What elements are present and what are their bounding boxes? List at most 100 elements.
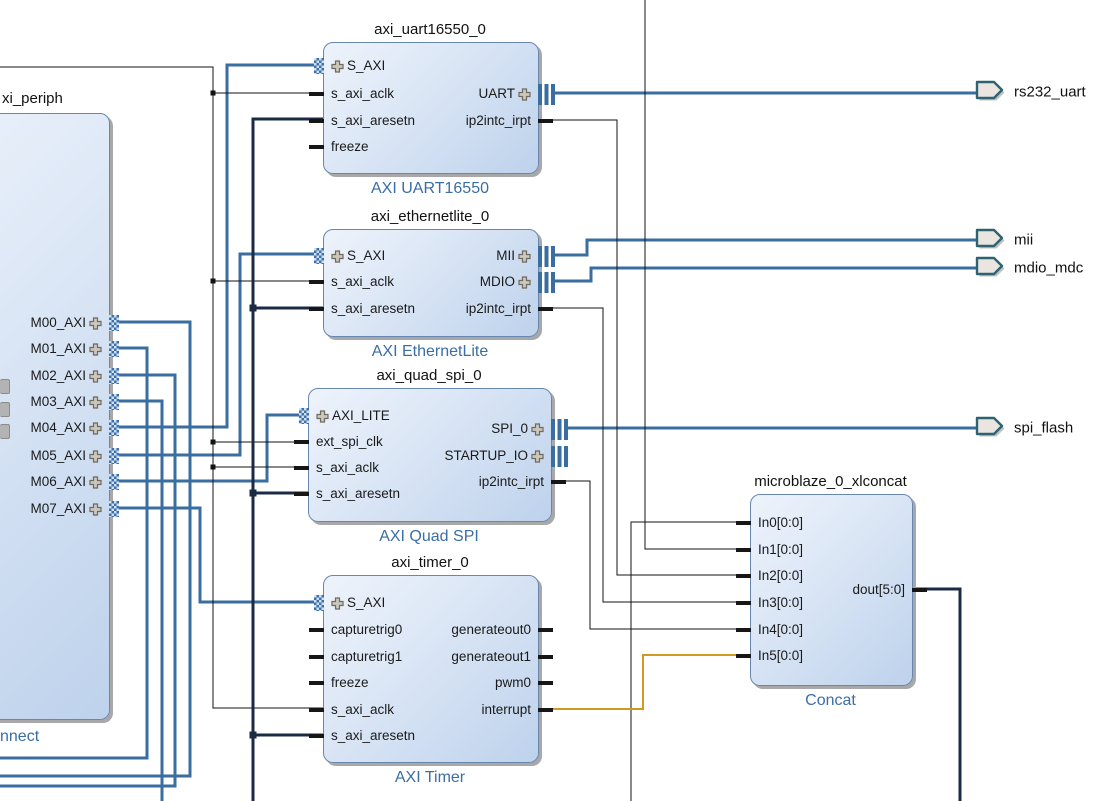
pin-axi_ethernetlite_0-s-axi-aclk[interactable]: s_axi_aclk bbox=[324, 272, 394, 292]
pin-axi_uart16550_0-s-axi[interactable]: S_AXI bbox=[324, 56, 385, 76]
expand-plus-icon[interactable] bbox=[89, 421, 102, 435]
pin-axi_ethernetlite_0-ip2intc-irpt[interactable]: ip2intc_irpt bbox=[466, 299, 538, 319]
block-microblaze_0_xlconcat[interactable]: In0[0:0] In1[0:0] In2[0:0] In3[0:0] In4[0:0]… bbox=[736, 494, 927, 686]
wire-m04-to-uart-s-axi[interactable] bbox=[118, 63, 318, 429]
block-axi_timer_0[interactable]: S_AXI capturetrig0 capturetrig1 freeze s_axi… bbox=[309, 575, 553, 763]
output-port-icon[interactable] bbox=[973, 255, 1011, 283]
pin-axi_uart16550_0-s-axi-aclk[interactable]: s_axi_aclk bbox=[324, 84, 394, 104]
block-axi_ethernetlite_0[interactable]: S_AXI s_axi_aclk s_axi_aresetn MII MDIO ip2in… bbox=[309, 229, 555, 337]
pin-axi_uart16550_0-s-axi-aresetn[interactable]: s_axi_aresetn bbox=[324, 111, 415, 131]
pin-axi_timer_0-interrupt[interactable]: interrupt bbox=[481, 700, 538, 720]
pin-axi_timer_0-s-axi[interactable]: S_AXI bbox=[324, 593, 385, 613]
wire-aclk-trunk[interactable] bbox=[0, 66, 330, 709]
port-mdio_mdc[interactable] bbox=[973, 255, 1011, 288]
pin-axi_timer_0-generateout1[interactable]: generateout1 bbox=[451, 647, 538, 667]
wire-m02-axi[interactable] bbox=[0, 373, 177, 788]
pin-axi_periph-m04-axi[interactable]: M04_AXI bbox=[30, 418, 109, 438]
pin-microblaze_0_xlconcat-dout-5-0-[interactable]: dout[5:0] bbox=[852, 580, 912, 600]
pin-axi_timer_0-pwm0[interactable]: pwm0 bbox=[495, 673, 538, 693]
expand-plus-icon[interactable] bbox=[331, 596, 344, 610]
pin-axi_periph-m01-axi[interactable]: M01_AXI bbox=[30, 339, 109, 359]
wire-m05-to-eth-s-axi[interactable] bbox=[118, 252, 318, 457]
pin-axi_quad_spi_0-spi-0[interactable]: SPI_0 bbox=[491, 419, 551, 439]
expand-plus-icon[interactable] bbox=[531, 422, 544, 436]
pin-axi_periph-m06-axi[interactable]: M06_AXI bbox=[30, 472, 109, 492]
expand-plus-icon[interactable] bbox=[89, 342, 102, 356]
expand-plus-icon[interactable] bbox=[89, 395, 102, 409]
wire-mdio-to-port[interactable] bbox=[550, 266, 978, 283]
pin-axi_periph-m03-axi[interactable]: M03_AXI bbox=[30, 392, 109, 412]
expand-plus-icon[interactable] bbox=[331, 59, 344, 73]
wire-m06-to-spi-axi-lite[interactable] bbox=[118, 413, 303, 483]
pin-axi_periph-m05-axi[interactable]: M05_AXI bbox=[30, 446, 109, 466]
pin-microblaze_0_xlconcat-in1-0-0-[interactable]: In1[0:0] bbox=[751, 540, 803, 560]
pin-axi_quad_spi_0-ip2intc-irpt[interactable]: ip2intc_irpt bbox=[479, 472, 551, 492]
pin-axi_uart16550_0-freeze[interactable]: freeze bbox=[324, 137, 369, 157]
pin-axi_uart16550_0-ip2intc-irpt[interactable]: ip2intc_irpt bbox=[466, 111, 538, 131]
block-axi_quad_spi_0[interactable]: AXI_LITE ext_spi_clk s_axi_aclk s_axi_arese… bbox=[294, 388, 568, 522]
output-port-icon[interactable] bbox=[973, 415, 1011, 443]
pin-axi_quad_spi_0-axi-lite[interactable]: AXI_LITE bbox=[309, 406, 390, 426]
pin-axi_ethernetlite_0-s-axi[interactable]: S_AXI bbox=[324, 246, 385, 266]
pin-label: M07_AXI bbox=[30, 501, 86, 516]
expand-plus-icon[interactable] bbox=[518, 87, 531, 101]
pin-axi_uart16550_0-uart[interactable]: UART bbox=[478, 84, 538, 104]
expand-plus-icon[interactable] bbox=[331, 249, 344, 263]
port-rs232_uart[interactable] bbox=[973, 79, 1011, 112]
pin-axi_timer_0-generateout0[interactable]: generateout0 bbox=[451, 620, 538, 640]
pin-microblaze_0_xlconcat-in5-0-0-[interactable]: In5[0:0] bbox=[751, 646, 803, 666]
wire-mii-to-port[interactable] bbox=[550, 238, 978, 257]
interface-connector bbox=[109, 341, 119, 357]
pin-axi_quad_spi_0-ext-spi-clk[interactable]: ext_spi_clk bbox=[309, 432, 383, 452]
junction-aclk-eth bbox=[210, 278, 216, 284]
wire-m01-axi[interactable] bbox=[0, 346, 149, 760]
expand-plus-icon[interactable] bbox=[89, 475, 102, 489]
pin-microblaze_0_xlconcat-in0-0-0-[interactable]: In0[0:0] bbox=[751, 513, 803, 533]
pin-axi_periph-m00-axi[interactable]: M00_AXI bbox=[30, 313, 109, 333]
port-spi_flash[interactable] bbox=[973, 415, 1011, 448]
wire-timer-interrupt-to-in5[interactable] bbox=[542, 653, 745, 711]
output-port-icon[interactable] bbox=[973, 79, 1011, 107]
pin-microblaze_0_xlconcat-in2-0-0-[interactable]: In2[0:0] bbox=[751, 566, 803, 586]
wire-m00-axi[interactable] bbox=[0, 320, 192, 778]
expand-plus-icon[interactable] bbox=[89, 449, 102, 463]
wire-uart-irpt-to-in2[interactable] bbox=[537, 119, 745, 576]
pin-axi_quad_spi_0-s-axi-aclk[interactable]: s_axi_aclk bbox=[309, 458, 379, 478]
expand-plus-icon[interactable] bbox=[316, 409, 329, 423]
wire-m03-axi[interactable] bbox=[118, 399, 164, 801]
pin-axi_timer_0-s-axi-aresetn[interactable]: s_axi_aresetn bbox=[324, 726, 415, 746]
wire-in0-from-bottom[interactable] bbox=[630, 521, 745, 801]
wire-m07-to-timer-s-axi[interactable] bbox=[118, 506, 318, 604]
wire-concat-dout[interactable] bbox=[916, 587, 962, 801]
expand-plus-icon[interactable] bbox=[89, 502, 102, 516]
pin-axi_timer_0-capturetrig1[interactable]: capturetrig1 bbox=[324, 647, 402, 667]
pin-axi_ethernetlite_0-mii[interactable]: MII bbox=[496, 246, 538, 266]
pin-axi_periph-m02-axi[interactable]: M02_AXI bbox=[30, 366, 109, 386]
output-port-icon[interactable] bbox=[973, 227, 1011, 255]
wire-in1-from-top[interactable] bbox=[644, 0, 745, 550]
pin-axi_quad_spi_0-s-axi-aresetn[interactable]: s_axi_aresetn bbox=[309, 484, 400, 504]
expand-plus-icon[interactable] bbox=[89, 316, 102, 330]
expand-plus-icon[interactable] bbox=[518, 249, 531, 263]
wire-aresetn-trunk[interactable] bbox=[251, 117, 330, 801]
wire-eth-irpt-to-in3[interactable] bbox=[537, 307, 745, 603]
pin-axi_timer_0-s-axi-aclk[interactable]: s_axi_aclk bbox=[324, 700, 394, 720]
expand-plus-icon[interactable] bbox=[89, 369, 102, 383]
block-axi_periph[interactable]: M00_AXI M01_AXI M02_AXI M03_AXI M04_AXI M05_A… bbox=[0, 113, 119, 720]
pin-axi_quad_spi_0-startup-io[interactable]: STARTUP_IO bbox=[444, 446, 551, 466]
pin-microblaze_0_xlconcat-in4-0-0-[interactable]: In4[0:0] bbox=[751, 620, 803, 640]
pin-stub bbox=[538, 307, 553, 311]
expand-plus-icon[interactable] bbox=[518, 275, 531, 289]
pin-axi_ethernetlite_0-s-axi-aresetn[interactable]: s_axi_aresetn bbox=[324, 299, 415, 319]
block-title-axi_periph: xi_periph bbox=[2, 90, 63, 107]
port-mii[interactable] bbox=[973, 227, 1011, 260]
pin-axi_ethernetlite_0-mdio[interactable]: MDIO bbox=[480, 272, 538, 292]
wire-spi-irpt-to-in4[interactable] bbox=[550, 480, 745, 630]
pin-microblaze_0_xlconcat-in3-0-0-[interactable]: In3[0:0] bbox=[751, 593, 803, 613]
expand-plus-icon[interactable] bbox=[531, 449, 544, 463]
pin-axi_timer_0-freeze[interactable]: freeze bbox=[324, 673, 369, 693]
pin-axi_timer_0-capturetrig0[interactable]: capturetrig0 bbox=[324, 620, 402, 640]
pin-axi_periph-m07-axi[interactable]: M07_AXI bbox=[30, 499, 109, 519]
